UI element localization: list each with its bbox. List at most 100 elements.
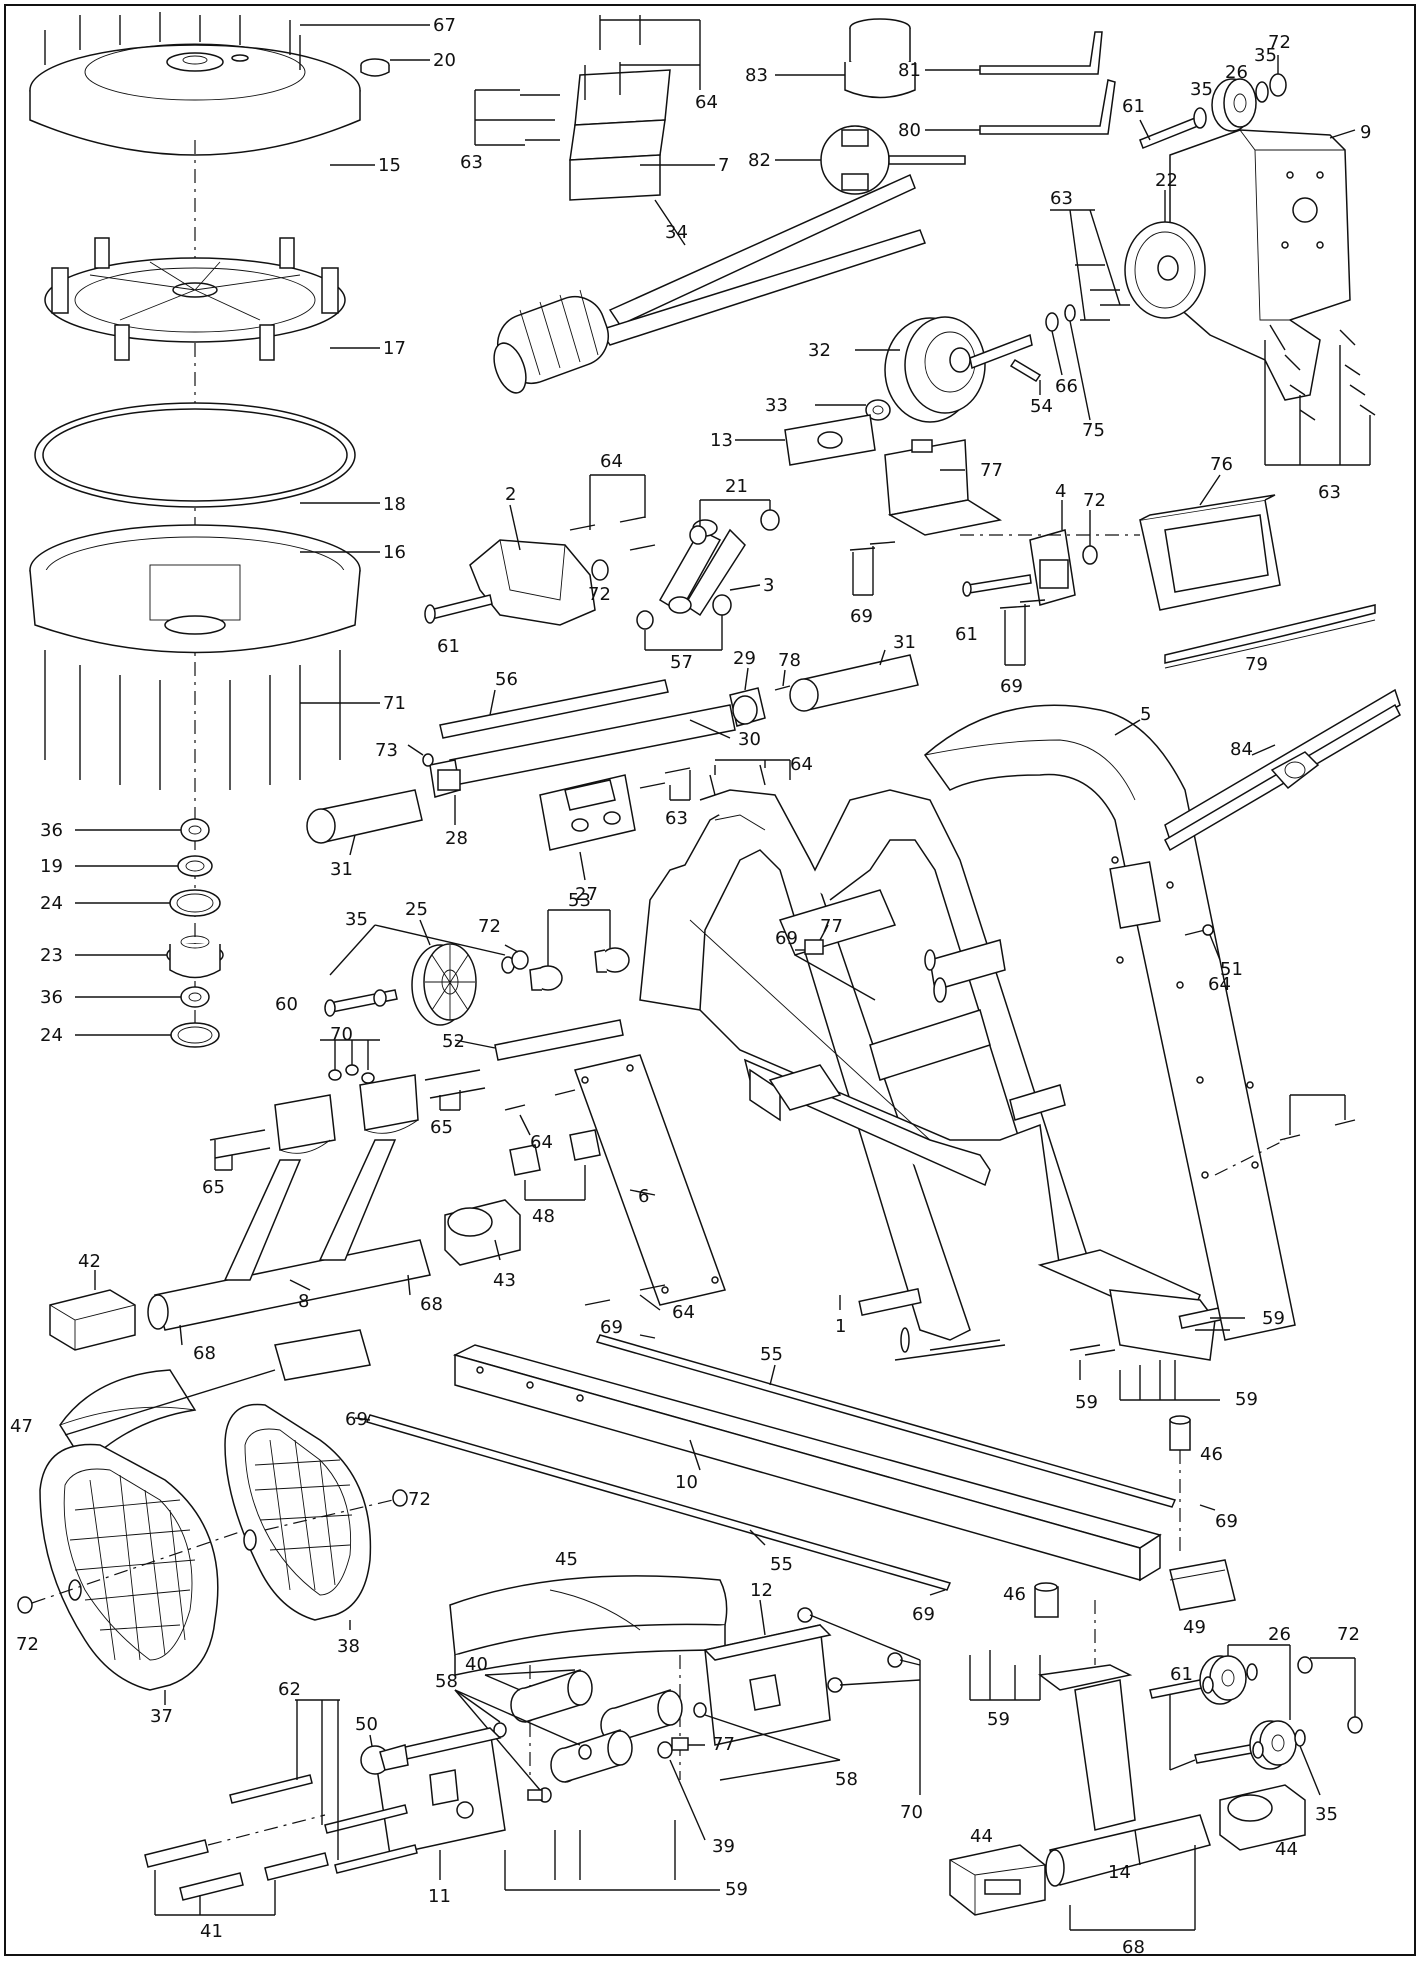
part-label-8: 8 xyxy=(298,1291,309,1312)
part-label-39: 39 xyxy=(712,1836,735,1857)
part-label-25: 25 xyxy=(405,899,428,920)
part-79-cable xyxy=(1164,604,1376,669)
part-64-screws-frame-top xyxy=(709,759,791,796)
part-label-63b: 63 xyxy=(1050,188,1073,209)
part-26-pulley-top xyxy=(1211,78,1257,132)
part-label-1: 1 xyxy=(835,1316,846,1337)
part-27-bracket xyxy=(539,774,636,881)
part-83-weight xyxy=(775,18,916,99)
part-61-bolt-mid xyxy=(424,594,493,624)
part-23-hub xyxy=(75,935,224,979)
part-2-bracket xyxy=(469,504,596,626)
part-72-nut-mid xyxy=(591,559,609,581)
part-label-59d: 59 xyxy=(987,1709,1010,1730)
part-label-59c: 59 xyxy=(1235,1389,1258,1410)
part-label-69f: 69 xyxy=(1215,1511,1238,1532)
part-label-44b: 44 xyxy=(1275,1839,1298,1860)
part-71-screws xyxy=(44,650,380,790)
part-label-72g: 72 xyxy=(1337,1624,1360,1645)
part-label-64b: 64 xyxy=(600,451,623,472)
part-80-allen-key xyxy=(925,79,1116,135)
part-label-6: 6 xyxy=(638,1186,649,1207)
part-label-67: 67 xyxy=(433,15,456,36)
part-label-59e: 59 xyxy=(725,1879,748,1900)
part-16-fan-housing xyxy=(29,524,380,654)
part-50-knob xyxy=(360,1734,409,1775)
part-label-77a: 77 xyxy=(980,460,1003,481)
part-label-69a: 69 xyxy=(850,606,873,627)
part-14-front-stabiliser xyxy=(1038,1664,1211,1887)
part-84-strap xyxy=(1164,688,1401,852)
part-78-screw xyxy=(774,669,791,691)
part-label-43: 43 xyxy=(493,1270,516,1291)
part-13-plate xyxy=(735,414,876,466)
part-82-wrench xyxy=(775,125,966,195)
part-38-footplate-right xyxy=(224,1403,372,1630)
part-10-rail xyxy=(452,1344,1162,1582)
part-label-64f: 64 xyxy=(1208,974,1231,995)
part-label-2: 2 xyxy=(505,484,516,505)
part-label-49: 49 xyxy=(1183,1617,1206,1638)
part-label-76: 76 xyxy=(1210,454,1233,475)
part-72-nuts-front xyxy=(1297,1656,1363,1734)
part-label-57: 57 xyxy=(670,652,693,673)
part-68-screws-front xyxy=(1069,1845,1196,1931)
part-64-screws-mid xyxy=(569,474,656,551)
part-77-clip-carriage xyxy=(527,1737,705,1801)
part-label-31b: 31 xyxy=(330,859,353,880)
part-59-screws-front xyxy=(969,1650,1041,1701)
part-42-end-cap xyxy=(49,1270,136,1351)
part-label-35a: 35 xyxy=(1190,79,1213,100)
part-51-screw xyxy=(1184,924,1221,961)
part-label-72c: 72 xyxy=(1083,490,1106,511)
part-label-34: 34 xyxy=(665,222,688,243)
part-61-bolt-top xyxy=(1139,117,1199,149)
part-label-77c: 77 xyxy=(712,1734,735,1755)
part-9-bracket xyxy=(1169,129,1356,401)
part-45-seat xyxy=(449,1575,728,1676)
part-label-71: 71 xyxy=(383,693,406,714)
part-label-64e: 64 xyxy=(672,1302,695,1323)
part-label-63a: 63 xyxy=(460,152,483,173)
part-59-screws-carriage xyxy=(504,1820,720,1891)
part-64-screws-plate-a xyxy=(504,1089,576,1136)
part-6-cover-plate xyxy=(574,1054,726,1306)
part-label-30: 30 xyxy=(738,729,761,750)
part-label-48: 48 xyxy=(532,1206,555,1227)
part-label-53: 53 xyxy=(568,890,591,911)
part-64-screws-top xyxy=(584,15,701,100)
part-63-screws-27 xyxy=(639,767,691,801)
part-65-bolts-b xyxy=(424,1069,486,1111)
part-label-63d: 63 xyxy=(665,808,688,829)
part-62-bolts xyxy=(229,1699,418,1874)
part-7-bracket xyxy=(569,69,715,201)
part-label-35d: 35 xyxy=(1315,1804,1338,1825)
part-52-strip xyxy=(454,1019,624,1061)
part-label-69e: 69 xyxy=(345,1409,368,1430)
part-label-42: 42 xyxy=(78,1251,101,1272)
part-69-screws-console-b xyxy=(999,599,1046,666)
part-label-17: 17 xyxy=(383,338,406,359)
part-label-68b: 68 xyxy=(193,1343,216,1364)
part-label-72e: 72 xyxy=(408,1489,431,1510)
diagram-frame xyxy=(4,4,1416,1956)
part-label-22: 22 xyxy=(1155,170,1178,191)
part-12-carriage-plate xyxy=(703,1599,832,1746)
part-label-72d: 72 xyxy=(478,916,501,937)
part-24-washer-a xyxy=(75,889,221,917)
part-33-bearing xyxy=(815,399,891,421)
part-label-64c: 64 xyxy=(790,754,813,775)
part-61-bolt-console xyxy=(962,574,1032,597)
part-72-nut-console xyxy=(1082,510,1098,565)
part-label-58a: 58 xyxy=(435,1671,458,1692)
part-37-footplate-left xyxy=(39,1443,219,1705)
part-label-83: 83 xyxy=(745,65,768,86)
part-label-82: 82 xyxy=(748,150,771,171)
part-21-bushings xyxy=(689,499,780,545)
part-label-7: 7 xyxy=(718,155,729,176)
part-label-23: 23 xyxy=(40,945,63,966)
part-label-65a: 65 xyxy=(430,1117,453,1138)
part-32-flywheel xyxy=(855,316,1033,423)
part-25-wheel xyxy=(411,919,477,1026)
